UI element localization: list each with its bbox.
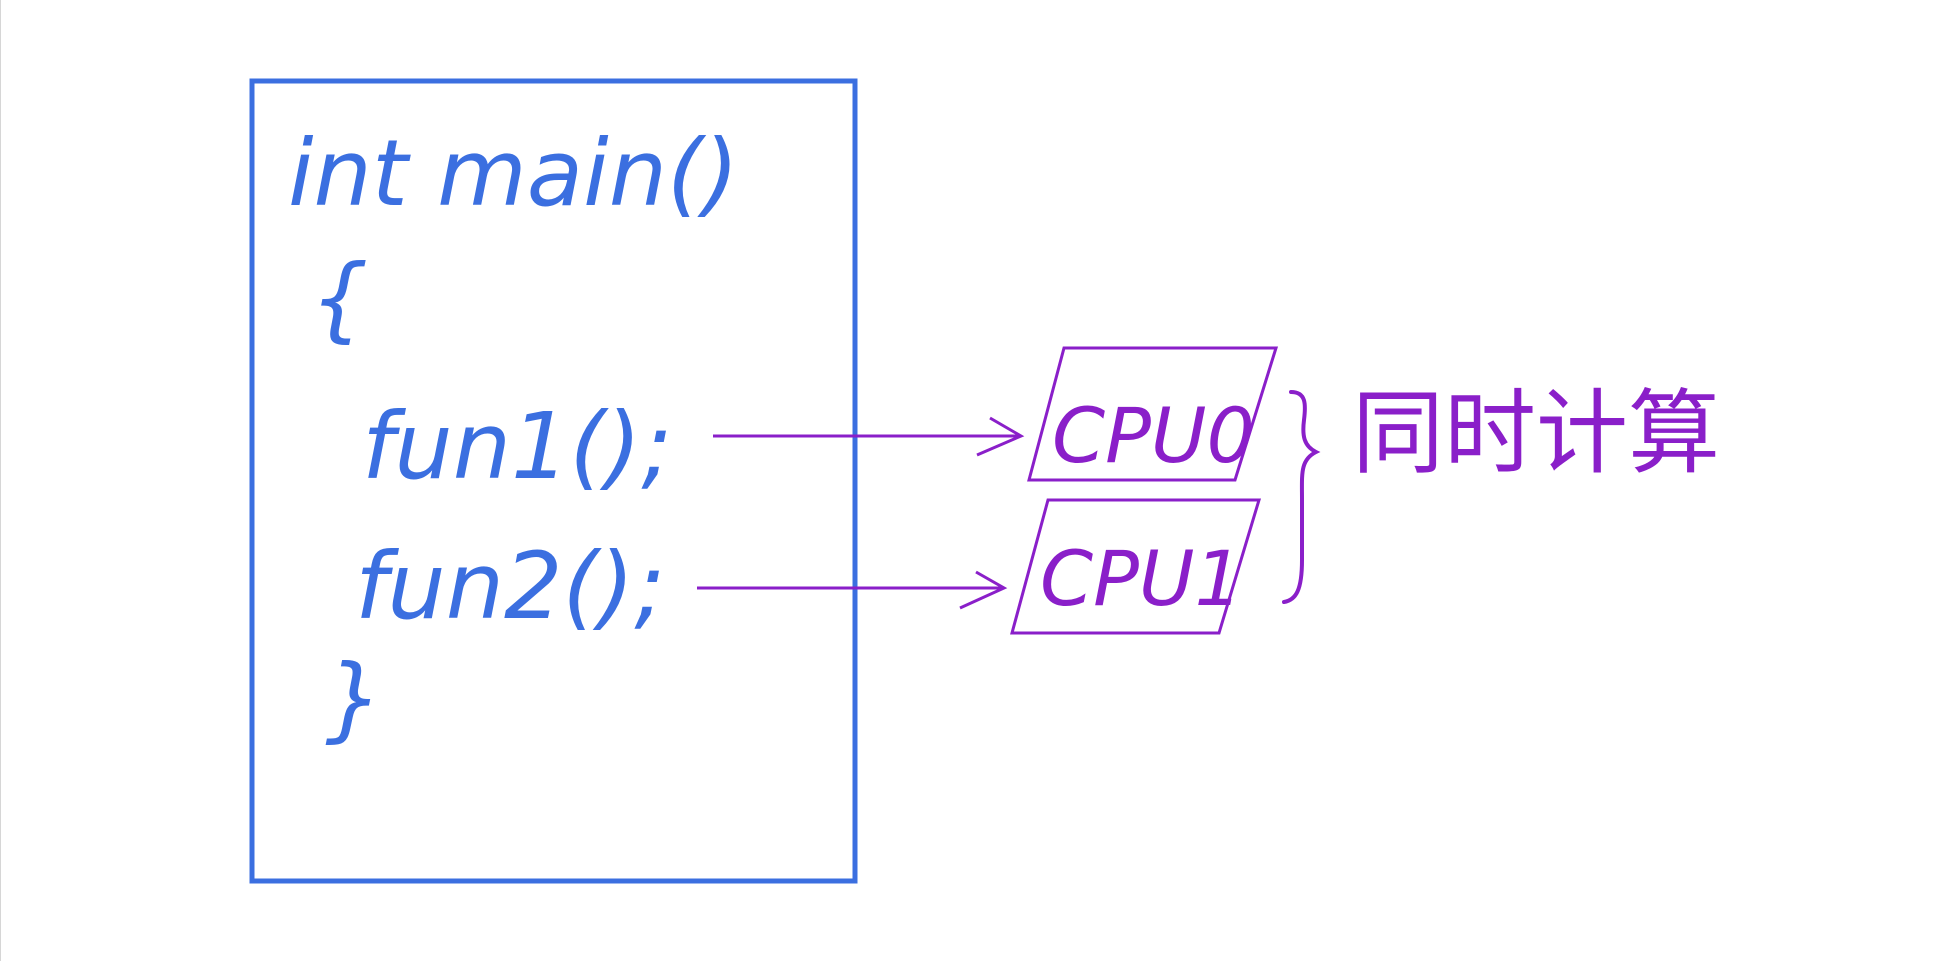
code-block-frame xyxy=(249,78,858,884)
code-line-fun1: fun1(); xyxy=(362,393,672,500)
code-line-main: int main() xyxy=(288,120,739,227)
grouping-brace xyxy=(1282,390,1321,604)
arrow-fun1-to-cpu0 xyxy=(713,416,1025,457)
arrow-fun2-to-cpu1 xyxy=(697,570,1008,610)
canvas-left-edge xyxy=(0,0,1,961)
code-line-close-brace: } xyxy=(325,645,384,752)
cpu0-box: CPU0 xyxy=(1027,346,1279,482)
code-line-open-brace: { xyxy=(310,245,369,352)
cpu0-label: CPU0 xyxy=(1052,391,1255,480)
simultaneous-compute-label: 同时计算 xyxy=(1352,380,1720,487)
cpu1-box: CPU1 xyxy=(1010,498,1262,635)
code-line-fun2: fun2(); xyxy=(355,533,665,640)
cpu1-label: CPU1 xyxy=(1040,534,1243,623)
